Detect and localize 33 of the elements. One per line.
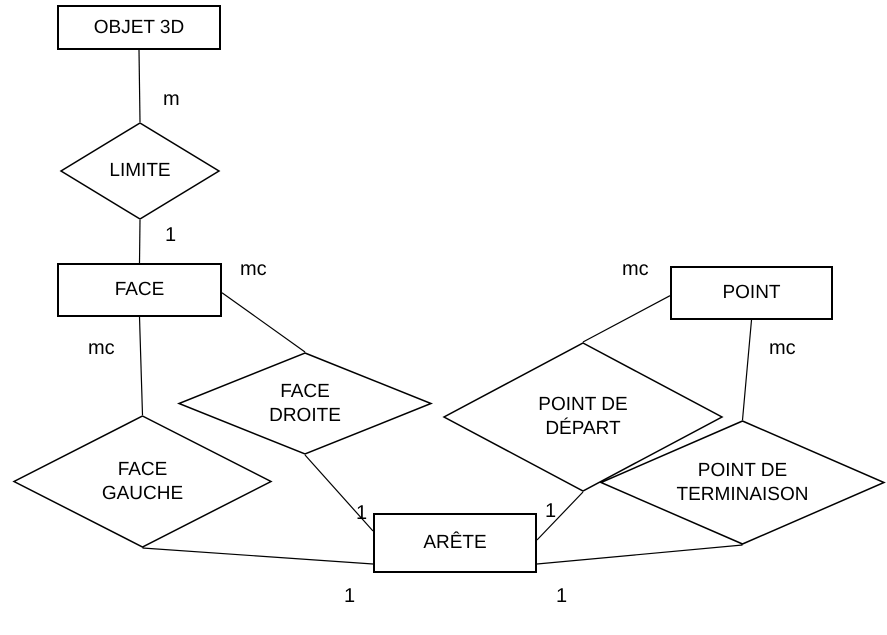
entity-name: FACE DROITE bbox=[268, 380, 342, 428]
entity-name: POINT bbox=[722, 281, 781, 305]
cardinality-label: 1 bbox=[356, 502, 368, 525]
connector-line bbox=[536, 544, 743, 565]
cardinality-label: 1 bbox=[545, 500, 556, 523]
entity-name: LIMITE bbox=[109, 159, 171, 183]
connector-line bbox=[138, 220, 141, 263]
entity-box bbox=[670, 266, 833, 320]
connector-line bbox=[222, 292, 306, 352]
entity-name: POINT DE TERMINAISON bbox=[676, 458, 810, 506]
entity-name: FACE GAUCHE bbox=[100, 458, 184, 506]
entity-box bbox=[373, 513, 537, 573]
cardinality-label: 1 bbox=[165, 224, 176, 247]
connector-line bbox=[138, 50, 141, 122]
entity-name: POINT DE DÉPART bbox=[537, 393, 629, 441]
connector-line bbox=[138, 316, 144, 416]
connector-line bbox=[582, 295, 670, 343]
cardinality-label: 1 bbox=[344, 585, 356, 608]
cardinality-label: mc bbox=[88, 337, 115, 360]
entity-name: OBJET 3D bbox=[94, 16, 184, 40]
connector-line bbox=[536, 492, 584, 540]
cardinality-label: m bbox=[163, 88, 180, 111]
cardinality-label: mc bbox=[769, 337, 796, 360]
cardinality-label: mc bbox=[240, 258, 267, 281]
connector-line bbox=[304, 454, 374, 532]
entity-box bbox=[57, 263, 222, 317]
entity-box bbox=[57, 5, 221, 50]
entity-name: ARÊTE bbox=[423, 531, 487, 555]
cardinality-label: mc bbox=[622, 258, 649, 281]
connector-line bbox=[142, 547, 374, 565]
connector-line bbox=[742, 320, 752, 420]
entity-name: FACE bbox=[114, 278, 164, 302]
cardinality-label: 1 bbox=[556, 585, 568, 608]
